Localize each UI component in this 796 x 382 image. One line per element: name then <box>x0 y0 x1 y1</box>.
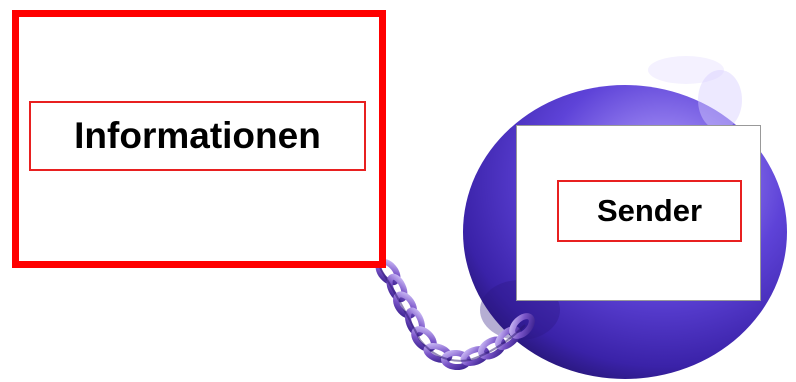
information-label: Informationen <box>29 101 366 171</box>
sender-label: Sender <box>557 180 742 242</box>
